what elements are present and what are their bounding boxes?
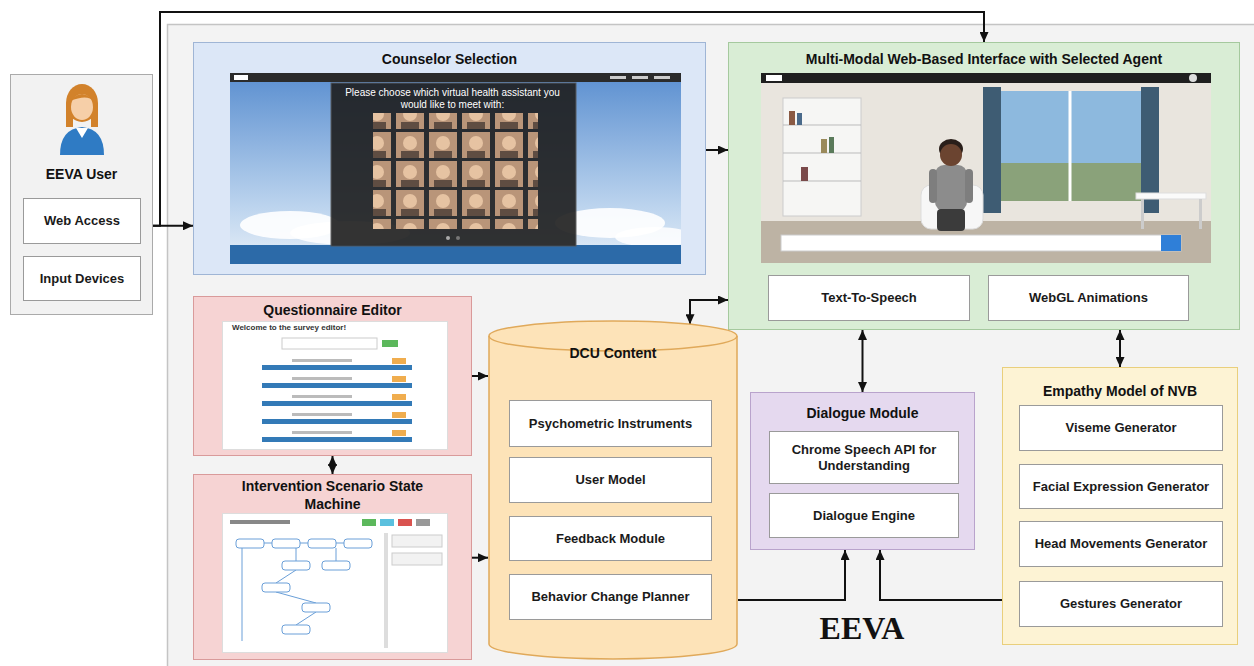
box-label: Behavior Change Planner xyxy=(531,589,689,605)
component-box: Chrome Speech API for Understanding xyxy=(769,431,959,484)
component-box: Behavior Change Planner xyxy=(509,574,712,620)
selection-dialog xyxy=(331,83,576,246)
node-title: Dialogue Module xyxy=(751,404,974,422)
sky-scene xyxy=(230,73,681,264)
node-title: Questionnaire Editor xyxy=(194,301,471,319)
connector xyxy=(706,149,728,151)
state-machine-screenshot xyxy=(222,513,448,653)
node-title: Empathy Model of NVB xyxy=(1003,382,1237,400)
module-panel: Empathy Model of NVB Viseme GeneratorFaci… xyxy=(1002,367,1238,645)
connector xyxy=(862,330,864,392)
module-panel: Dialogue ModuleChrome Speech API for Und… xyxy=(750,392,975,550)
editor-screenshot xyxy=(222,321,448,450)
screen-text: Welcome to the survey editor! xyxy=(232,323,402,333)
component-box: Psychometric Instruments xyxy=(509,400,712,447)
user-box: EEVA UserWeb AccessInput Devices xyxy=(10,74,153,315)
feature-box: Web Access xyxy=(23,198,141,244)
box-label: Psychometric Instruments xyxy=(529,416,692,432)
component-box: User Model xyxy=(509,457,712,503)
box-label: Head Movements Generator xyxy=(1035,536,1208,552)
screen-text: Please choose which virtual health assis… xyxy=(338,87,567,111)
connector xyxy=(880,550,1002,600)
connector xyxy=(332,456,334,474)
box-label: Input Devices xyxy=(40,271,125,287)
user-icon xyxy=(57,81,107,155)
component-box: WebGL Animations xyxy=(988,275,1189,321)
feature-box: Input Devices xyxy=(23,256,141,301)
component-box: Gestures Generator xyxy=(1019,581,1223,627)
box-label: Gestures Generator xyxy=(1060,596,1182,612)
component-box: Viseme Generator xyxy=(1019,405,1223,451)
box-label: Feedback Module xyxy=(556,531,665,547)
chat-input-bar xyxy=(781,235,1181,251)
component-box: Text-To-Speech xyxy=(768,275,970,321)
connector xyxy=(690,300,728,324)
box-label: WebGL Animations xyxy=(1029,290,1148,306)
module-panel: Intervention Scenario State Machine xyxy=(193,474,472,660)
node-title: EEVA User xyxy=(11,165,152,183)
agent-figure xyxy=(929,139,973,231)
module-panel: Questionnaire Editor xyxy=(193,296,472,456)
connector xyxy=(472,557,488,559)
component-box: Feedback Module xyxy=(509,516,712,561)
agent-screenshot xyxy=(761,73,1211,263)
logo-text: EEVA xyxy=(800,608,924,648)
box-label: Dialogue Engine xyxy=(813,508,915,524)
connector xyxy=(738,550,845,600)
box-label: Chrome Speech API for Understanding xyxy=(776,442,952,474)
node-title: Counselor Selection xyxy=(194,50,705,68)
node-title: DCU Content xyxy=(488,344,738,362)
connector xyxy=(472,375,488,377)
box-label: Text-To-Speech xyxy=(821,290,917,306)
box-label: Viseme Generator xyxy=(1065,420,1176,436)
component-box: Dialogue Engine xyxy=(769,493,959,538)
module-panel: Multi-Modal Web-Based Interface with Sel… xyxy=(728,42,1240,330)
node-title: Multi-Modal Web-Based Interface with Sel… xyxy=(729,50,1239,68)
box-label: Facial Expression Generator xyxy=(1033,479,1209,495)
survey-rows xyxy=(262,358,412,442)
room-scene xyxy=(761,73,1211,263)
connector xyxy=(1119,330,1121,367)
node-title: Intervention Scenario State Machine xyxy=(238,477,428,513)
module-panel: Counselor Selection xyxy=(193,42,706,275)
database-cylinder: DCU ContentPsychometric InstrumentsUser … xyxy=(488,320,738,660)
box-label: Web Access xyxy=(44,213,120,229)
component-box: Facial Expression Generator xyxy=(1019,464,1223,509)
flowchart-sketch xyxy=(236,539,372,641)
component-box: Head Movements Generator xyxy=(1019,521,1223,567)
box-label: User Model xyxy=(575,472,645,488)
